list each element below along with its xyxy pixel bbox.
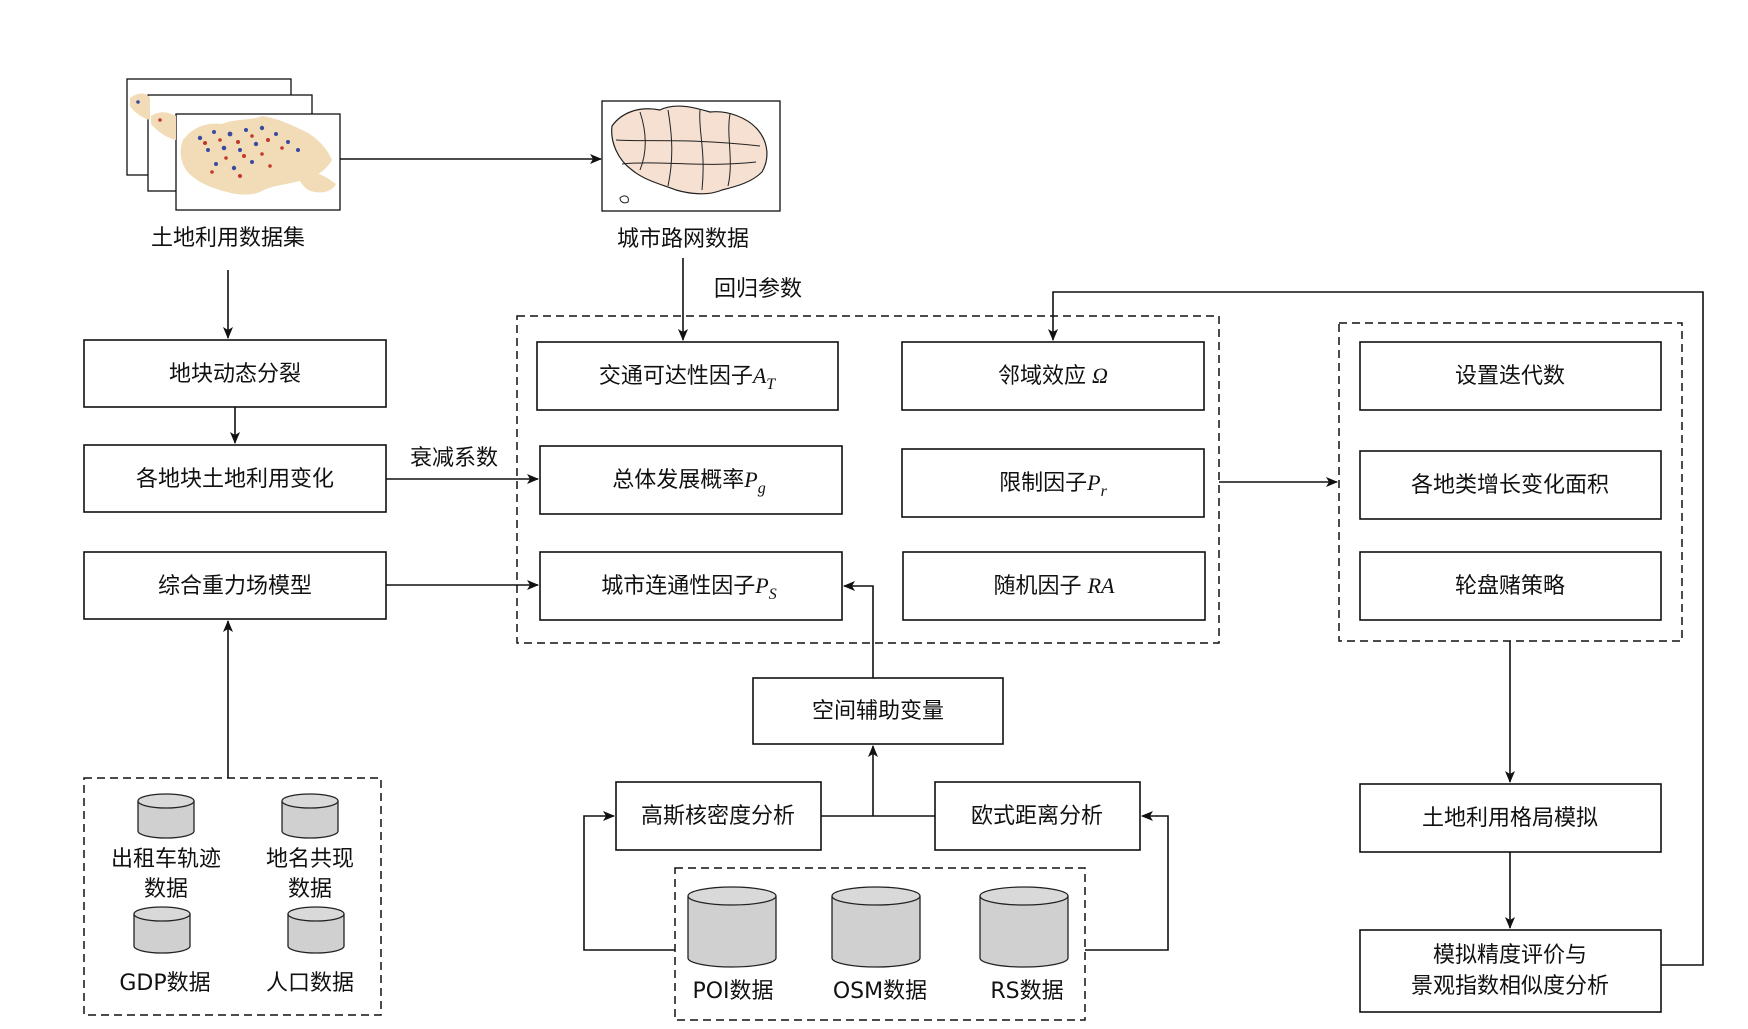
evaluation-box [1359, 929, 1662, 1013]
parcel-change-box [83, 444, 387, 513]
toponym-database-icon [281, 793, 339, 839]
neighborhood-box [901, 341, 1205, 411]
gravity-model-box [83, 551, 387, 620]
euclid-label: 欧式距离分析 [971, 804, 1103, 829]
overall-prob-label: 总体发展概率Pg [612, 467, 765, 497]
roulette-box [1359, 551, 1662, 621]
edge-data-to-kde [583, 811, 675, 951]
evaluation-label-line1: 模拟精度评价与 [1433, 943, 1587, 968]
evaluation-label-line2: 景观指数相似度分析 [1411, 974, 1609, 999]
gdp-database-icon [133, 906, 191, 954]
taxi-label-line1: 出租车轨迹 [111, 847, 221, 872]
traffic-factor-label: 交通可达性因子AT [599, 363, 776, 393]
decay-coef-label: 衰减系数 [410, 446, 498, 471]
road-network-map [601, 100, 781, 212]
toponym-label-line2: 数据 [288, 877, 332, 902]
connectivity-box [539, 551, 843, 621]
connectivity-label: 城市连通性因子PS [601, 573, 776, 603]
class-growth-label: 各地类增长变化面积 [1411, 473, 1609, 498]
spatial-aux-box [752, 677, 1004, 745]
iterations-label: 设置迭代数 [1455, 364, 1565, 389]
land-use-map-stack [126, 78, 341, 211]
geo-data-group [674, 867, 1086, 1021]
kde-label: 高斯核密度分析 [641, 804, 795, 829]
edge-aux-to-connectivity [843, 581, 874, 678]
poi-label: POI数据 [692, 979, 773, 1004]
edge-data-to-euclid [1085, 811, 1169, 951]
taxi-database-icon [137, 793, 195, 839]
restrict-factor-box [901, 448, 1205, 518]
parcel-change-label: 各地块土地利用变化 [136, 467, 334, 492]
rs-database-icon [979, 886, 1069, 968]
traffic-factor-box [536, 341, 839, 411]
population-database-icon [287, 906, 345, 954]
class-growth-box [1359, 450, 1662, 520]
random-factor-box [902, 551, 1206, 621]
restrict-factor-label: 限制因子Pr [999, 470, 1107, 500]
land-sim-box [1359, 783, 1662, 853]
spatial-aux-label: 空间辅助变量 [812, 699, 944, 724]
gdp-label: GDP数据 [119, 971, 210, 996]
osm-database-icon [831, 886, 921, 968]
poi-database-icon [687, 886, 777, 968]
social-data-group [83, 777, 382, 1016]
population-label: 人口数据 [266, 971, 354, 996]
iterations-box [1359, 341, 1662, 411]
land-sim-label: 土地利用格局模拟 [1422, 806, 1598, 831]
euclid-box [934, 781, 1141, 851]
osm-label: OSM数据 [833, 979, 927, 1004]
taxi-label-line2: 数据 [144, 877, 188, 902]
dynamic-split-label: 地块动态分裂 [169, 362, 301, 387]
kde-box [615, 781, 822, 851]
edges [223, 154, 1704, 966]
roulette-label: 轮盘赌策略 [1455, 574, 1565, 599]
land-dataset-label: 土地利用数据集 [151, 226, 305, 251]
road-data-label: 城市路网数据 [617, 227, 749, 252]
toponym-label-line1: 地名共现 [266, 847, 354, 872]
factor-group [516, 315, 1220, 644]
gravity-model-label: 综合重力场模型 [158, 574, 312, 599]
regression-params-label: 回归参数 [714, 277, 802, 302]
edge-eval-feedback [1048, 291, 1704, 966]
overall-prob-box [539, 445, 843, 515]
rs-label: RS数据 [990, 979, 1063, 1004]
